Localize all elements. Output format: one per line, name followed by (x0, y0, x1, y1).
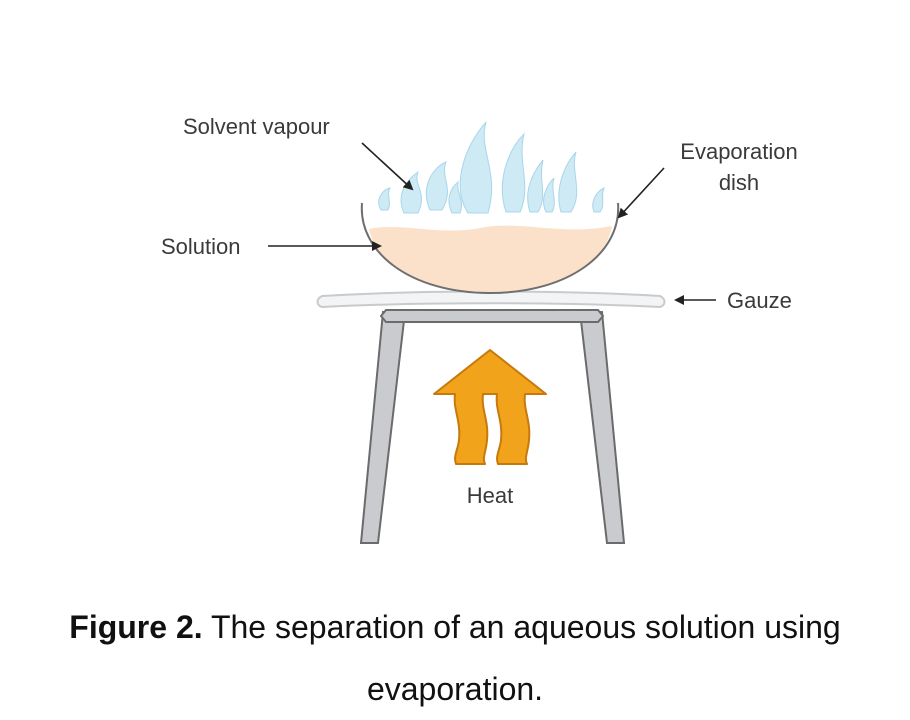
heat-label: Heat (467, 483, 513, 508)
gauze-label: Gauze (727, 288, 792, 313)
vapour-flame-icon (378, 121, 606, 214)
leader-lines (268, 142, 716, 305)
tripod-leg-right (578, 311, 626, 544)
solution-fill (369, 225, 612, 293)
tripod-stand (359, 309, 626, 544)
figure-caption: Figure 2. The separation of an aqueous s… (0, 596, 910, 720)
tripod-leg-left (359, 311, 407, 544)
evaporation-dish (360, 202, 620, 295)
solvent-vapour-label: Solvent vapour (183, 114, 330, 139)
evaporation-dish-label-line2: dish (719, 170, 759, 195)
figure-number: Figure 2. (69, 609, 203, 645)
heat-arrow-icon (433, 349, 547, 465)
evaporation-diagram: Solvent vapour Evaporation dish Solution… (161, 114, 798, 544)
solvent-vapour-leader (361, 142, 414, 191)
tripod-top (379, 309, 605, 323)
evaporation-dish-label-line1: Evaporation (680, 139, 797, 164)
caption-text: The separation of an aqueous solution us… (202, 609, 841, 707)
solution-label: Solution (161, 234, 241, 259)
evaporation-dish-leader (617, 167, 665, 219)
